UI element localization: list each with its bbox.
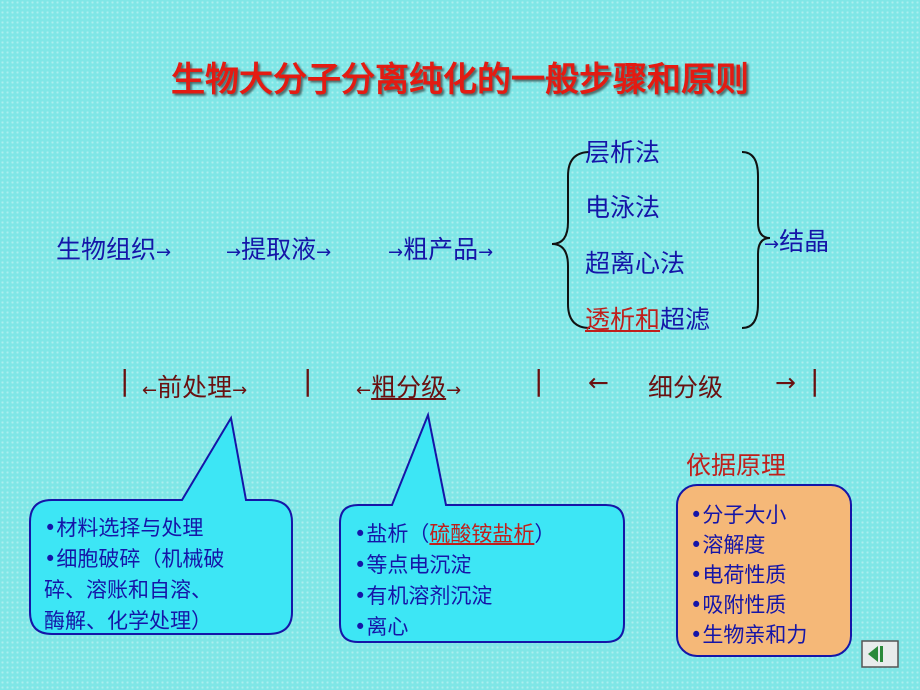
stage-coarse: ←粗分级→ [356,368,461,404]
flow-step-crystal-label: 结晶 [779,227,830,256]
arrow-right-icon: → [226,242,242,263]
callout-pre-line: •细胞破碎（机械破 [44,547,225,571]
arrow-right-icon: → [156,242,172,263]
callout-coarse-line: •有机溶剂沉淀 [354,584,493,608]
stage-divider: | [810,364,820,397]
callout-coarse-paren: ） [534,522,556,546]
stage-divider: | [120,364,130,397]
flow-step-tissue: 生物组织→ [56,230,171,266]
callout-pre-line: 酶解、化学处理） [44,609,212,633]
callout-coarse-line: •等点电沉淀 [354,553,472,577]
methods-left-brace [551,151,591,329]
arrow-right-icon: → [388,242,404,263]
flow-step-crude: →粗产品→ [388,230,493,266]
callout-coarse-salting: •盐析（ [354,522,430,546]
callout-pre-line: •材料选择与处理 [44,516,204,540]
arrow-left-icon: ← [356,380,372,401]
flow-step-extract-label: 提取液 [241,235,317,264]
flow-step-crude-label: 粗产品 [403,235,479,264]
principle-item: •吸附性质 [690,593,787,617]
callout-pre-balloon [29,415,293,635]
arrow-right-icon: → [446,380,462,401]
principle-item: •溶解度 [690,533,766,557]
stage-fine-right-arrow: → [775,368,796,397]
stage-divider: | [534,364,544,397]
stage-pre: ←前处理→ [142,368,247,404]
flow-step-crystal: →结晶 [764,222,829,258]
arrow-left-icon: ← [142,380,158,401]
callout-pre-text: •材料选择与处理 •细胞破碎（机械破 碎、溶账和自溶、 酶解、化学处理） [44,513,224,637]
stage-fine-left-arrow: ← [588,368,609,397]
stage-coarse-label[interactable]: 粗分级 [371,373,447,402]
arrow-right-icon: → [232,380,248,401]
stage-fine-label: 细分级 [648,373,724,402]
arrow-right-icon: → [316,242,332,263]
nav-back-icon[interactable] [861,640,899,668]
arrow-right-icon: → [764,234,780,255]
stage-pre-label: 前处理 [157,373,233,402]
principles-heading: 依据原理 [686,451,787,480]
callout-coarse-line: •离心 [354,615,409,639]
arrow-right-icon: → [478,242,494,263]
callout-coarse-balloon [339,411,625,643]
methods-right-brace [741,151,771,329]
principle-item: •电荷性质 [690,563,787,587]
ammonium-sulfate-link[interactable]: 硫酸铵盐析 [429,522,535,546]
method-dialysis-label[interactable]: 透析和 [585,305,661,334]
callout-coarse-line: •盐析（硫酸铵盐析） [354,519,555,550]
flow-step-extract: →提取液→ [226,230,331,266]
principles-box [676,484,852,657]
page-title: 生物大分子分离纯化的一般步骤和原则 [171,60,749,100]
principle-item: •分子大小 [690,503,787,527]
callout-pre-line: 碎、溶账和自溶、 [44,578,212,602]
callout-coarse-text: •盐析（硫酸铵盐析） •等点电沉淀 •有机溶剂沉淀 •离心 [354,519,555,643]
stage-divider: | [303,364,313,397]
method-dialysis-ultrafiltration: 透析和超滤 [585,300,710,336]
principle-item: •生物亲和力 [690,623,808,647]
method-chromatography: 层析法 [585,138,661,167]
flow-step-tissue-label: 生物组织 [56,235,157,264]
principles-list: •分子大小 •溶解度 •电荷性质 •吸附性质 •生物亲和力 [690,500,807,650]
method-ultrafiltration-label: 超滤 [660,305,711,334]
method-electrophoresis: 电泳法 [585,193,661,222]
method-ultracentrifuge: 超离心法 [585,249,686,278]
